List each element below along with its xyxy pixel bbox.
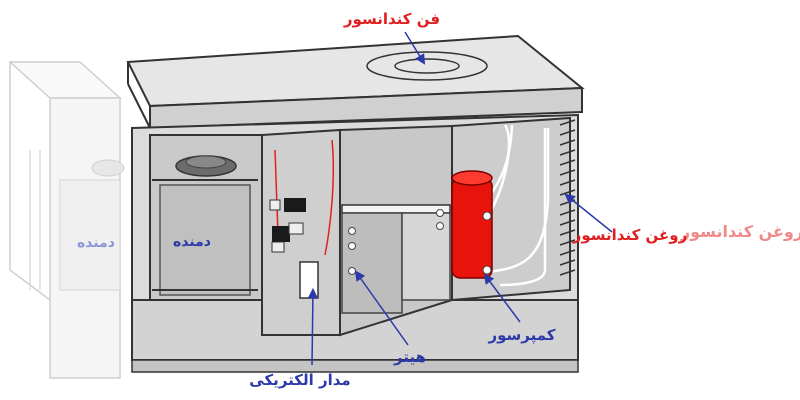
condenser-coil-arrow [564,193,613,233]
unit-top-edge [149,86,583,130]
compressor-arrow [483,273,521,323]
ghost-blower-label: دمنده [77,235,115,251]
compressor-label: کمپرسور [487,326,555,345]
condenser-coil-label: روغن کندانسور [572,226,688,244]
electrical-circuit-label: مدار الکتریکی [249,371,350,389]
condenser-fan-label: فن کندانسور [343,10,440,28]
hvac-unit [126,34,585,373]
electrical-circuit-arrow [307,287,319,366]
condenser-fan-arrow [404,31,426,65]
blower-label: دمنده [173,234,211,250]
compressor [451,170,493,279]
callout-arrows [307,31,613,366]
condenser-fan [366,51,488,81]
heater-label: هیتر [393,348,426,366]
ghost-condenser-coil-label: روغن کندانسور [680,222,800,241]
ghost-unit-left [8,61,125,379]
heater-arrow [354,270,409,346]
heater-terminals [348,209,444,275]
